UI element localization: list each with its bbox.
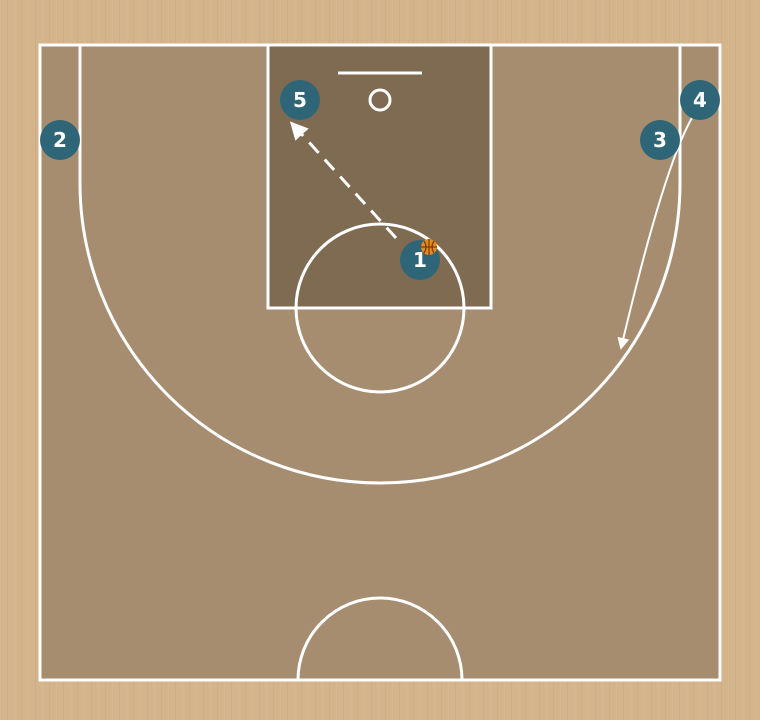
player-3[interactable]: 3 [640,120,680,160]
players: 2 5 4 3 1 [40,80,720,280]
three-point-line [78,45,682,485]
player-2-number: 2 [53,128,67,152]
cut-path-3 [617,109,698,350]
player-3-marker [640,120,680,160]
pass-line-1-to-5 [289,121,398,240]
court-lines [38,43,722,682]
player-1-number: 1 [413,248,427,272]
lane-lines [266,43,493,310]
hoop [368,88,392,112]
player-4-marker [680,80,720,120]
player-4-number: 4 [693,88,707,112]
player-5-marker [280,80,320,120]
player-5[interactable]: 5 [280,80,320,120]
player-5-number: 5 [293,88,307,112]
player-3-number: 3 [653,128,667,152]
player-4[interactable]: 4 [680,80,720,120]
player-2-marker [40,120,80,160]
basketball-icon [421,239,437,255]
player-2[interactable]: 2 [40,120,80,160]
free-throw-circle [294,222,466,394]
center-circle [296,596,464,681]
action-lines [289,109,698,350]
